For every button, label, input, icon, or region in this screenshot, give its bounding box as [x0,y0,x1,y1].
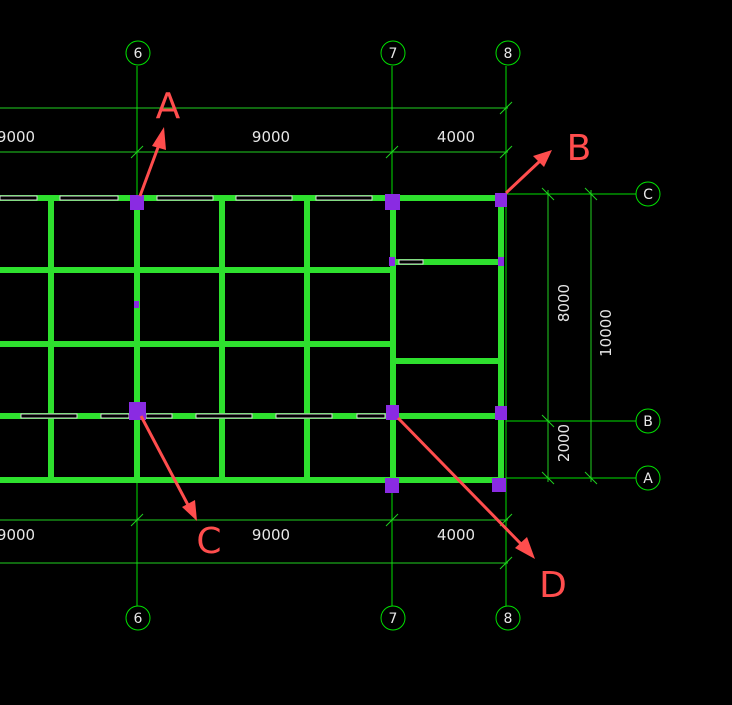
dim-text-bottom-2: 9000 [252,526,290,544]
arrowhead-icon [152,127,166,150]
column-8-C [495,193,507,207]
right-dimension: 8000 2000 10000 [541,187,615,485]
column-6-B [129,402,146,420]
callout-labels: A B C D [156,86,592,606]
dim-tick [499,145,513,159]
opening [195,413,253,419]
column-8-B [495,406,507,420]
axis-bubble-8-bottom [495,605,521,631]
bottom-dimension: 9000 9000 4000 [0,513,513,570]
callout-arrow-C [139,415,190,506]
dim-text-top-3: 4000 [437,128,475,146]
callout-arrow-B [504,159,542,195]
dim-tick [541,414,555,428]
dim-tick [499,556,513,570]
arrowhead-icon [533,150,552,167]
axis-label-B: B [643,414,653,430]
beams [0,195,504,483]
opening [100,413,130,419]
opening [145,413,173,419]
opening [315,195,373,201]
column-small [389,257,395,266]
opening [156,195,214,201]
axis-bubble-C [635,181,661,207]
callout-label-D: D [539,565,567,606]
arrowhead-icon [182,500,197,521]
dim-text-right-10000: 10000 [597,309,615,357]
column-7-A [385,478,399,493]
axis-bubble-B [635,408,661,434]
opening [59,195,119,201]
dim-text-top-1: 9000 [0,128,35,146]
axis-bubble-7-bottom [380,605,406,631]
opening [356,413,386,419]
dim-tick [541,471,555,485]
dim-text-top-2: 9000 [252,128,290,146]
dim-tick [130,145,144,159]
column-small [134,301,139,308]
axis-bubble-6-top [125,40,151,66]
axis-label-8-top: 8 [504,46,513,62]
openings [0,195,424,419]
callout-arrows [138,127,552,559]
axis-label-6-top: 6 [134,46,143,62]
dim-tick [385,145,399,159]
top-dimension: 9000 9000 4000 [0,101,513,159]
columns [129,193,507,493]
callout-arrow-D [396,416,525,548]
dim-tick [499,101,513,115]
arrowhead-icon [515,537,535,559]
axis-label-8-bottom: 8 [504,611,513,627]
axis-bubble-A [635,465,661,491]
column-small [498,257,504,266]
opening [235,195,293,201]
dim-tick [130,513,144,527]
column-6-C [130,195,144,210]
axis-label-7-top: 7 [389,46,398,62]
axis-bubble-7-top [380,40,406,66]
dim-tick [584,471,598,485]
callout-label-B: B [567,128,592,169]
opening [398,259,424,265]
axis-bubble-6-bottom [125,605,151,631]
axis-bubble-8-top [495,40,521,66]
callout-arrow-A [138,141,162,197]
opening [0,195,38,201]
dim-text-right-8000: 8000 [555,284,573,322]
callout-label-A: A [156,86,181,127]
dim-tick [385,513,399,527]
dim-tick [584,187,598,201]
dim-text-bottom-1: 9000 [0,526,35,544]
axis-label-7-bottom: 7 [389,611,398,627]
axis-bubbles: 6 7 8 6 7 8 C B A [125,40,661,631]
column-7-C [385,194,400,210]
axis-label-C: C [643,187,653,203]
dim-text-bottom-3: 4000 [437,526,475,544]
column-8-A [492,478,506,492]
opening [275,413,333,419]
dim-text-right-2000: 2000 [555,424,573,462]
axis-label-6-bottom: 6 [134,611,143,627]
dim-tick [541,187,555,201]
opening [20,413,78,419]
callout-label-C: C [196,521,221,562]
axis-label-A: A [643,471,653,487]
column-7-B [386,405,399,420]
